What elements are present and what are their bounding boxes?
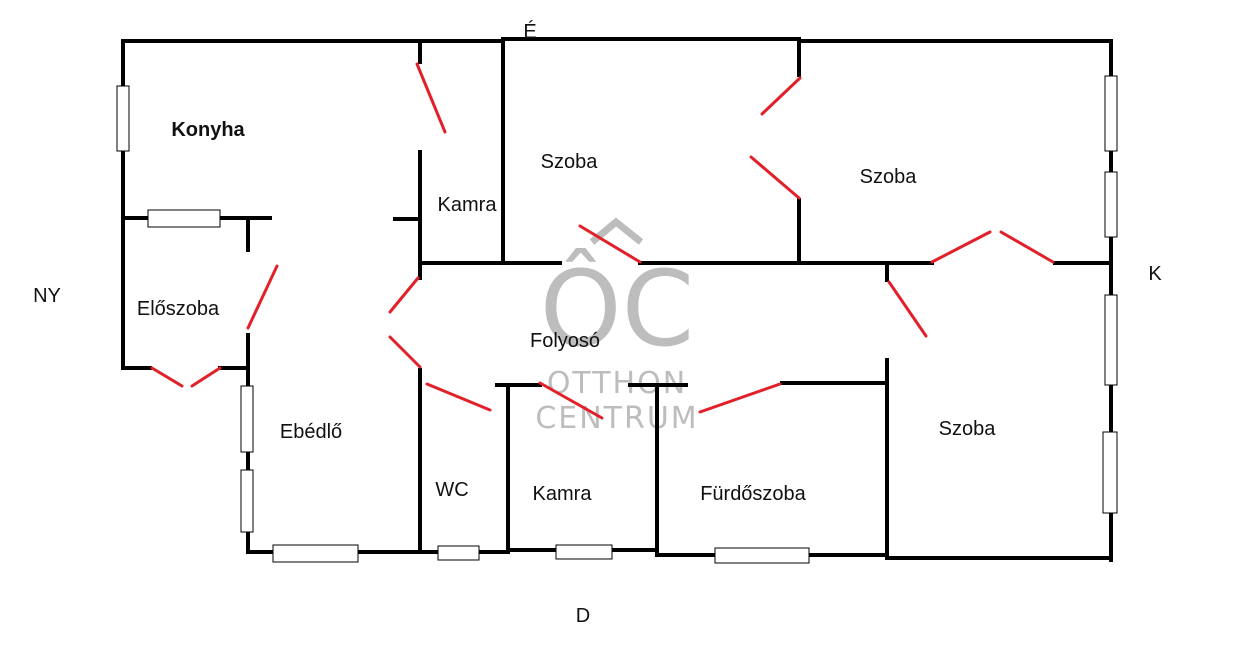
door-swing <box>415 62 447 134</box>
door-swing <box>388 335 422 369</box>
window <box>272 544 359 563</box>
compass-north-label: É <box>523 20 536 43</box>
door-swing <box>425 382 492 412</box>
door-swing <box>538 381 604 420</box>
room-label-wc: WC <box>435 479 468 501</box>
room-label-ebedlo: Ebédlő <box>280 421 342 443</box>
watermark-caret <box>589 217 644 245</box>
room-label-kamra-top: Kamra <box>438 194 498 216</box>
watermark-monogram: ÔC <box>540 248 694 370</box>
watermark-logo: ÔC OTTHON CENTRUM <box>535 217 698 436</box>
window <box>1104 171 1118 238</box>
door-swing <box>150 366 184 388</box>
window <box>240 385 254 453</box>
room-label-eloszoba: Előszoba <box>137 298 220 320</box>
door-swing <box>578 224 642 264</box>
window <box>240 469 254 533</box>
door-swing <box>887 280 928 338</box>
room-label-szoba-2: Szoba <box>860 166 918 188</box>
window <box>714 547 810 564</box>
windows <box>116 75 1118 564</box>
door-swing <box>999 230 1055 264</box>
room-label-furdoszoba: Fürdőszoba <box>700 483 806 505</box>
doors <box>150 62 1055 420</box>
door-swing <box>190 366 222 388</box>
window <box>147 209 221 228</box>
door-swing <box>760 76 802 116</box>
compass-west-label: NY <box>33 285 61 307</box>
room-label-konyha: Konyha <box>171 119 245 141</box>
compass-east-label: K <box>1148 263 1162 285</box>
compass-south-label: D <box>576 605 590 627</box>
window <box>437 545 480 561</box>
room-label-szoba-3: Szoba <box>939 418 997 440</box>
window <box>555 544 613 560</box>
door-swing <box>930 230 992 264</box>
door-swing <box>698 382 782 414</box>
door-swing <box>749 155 801 200</box>
room-label-szoba-1: Szoba <box>541 151 599 173</box>
window <box>1104 294 1118 386</box>
room-label-kamra-bottom: Kamra <box>533 483 593 505</box>
window <box>1102 431 1118 514</box>
watermark-line2: CENTRUM <box>535 401 698 436</box>
window <box>1104 75 1118 152</box>
door-swing <box>246 264 279 330</box>
door-swing <box>388 276 420 314</box>
window <box>116 85 130 152</box>
room-label-folyoso: Folyosó <box>530 330 600 352</box>
